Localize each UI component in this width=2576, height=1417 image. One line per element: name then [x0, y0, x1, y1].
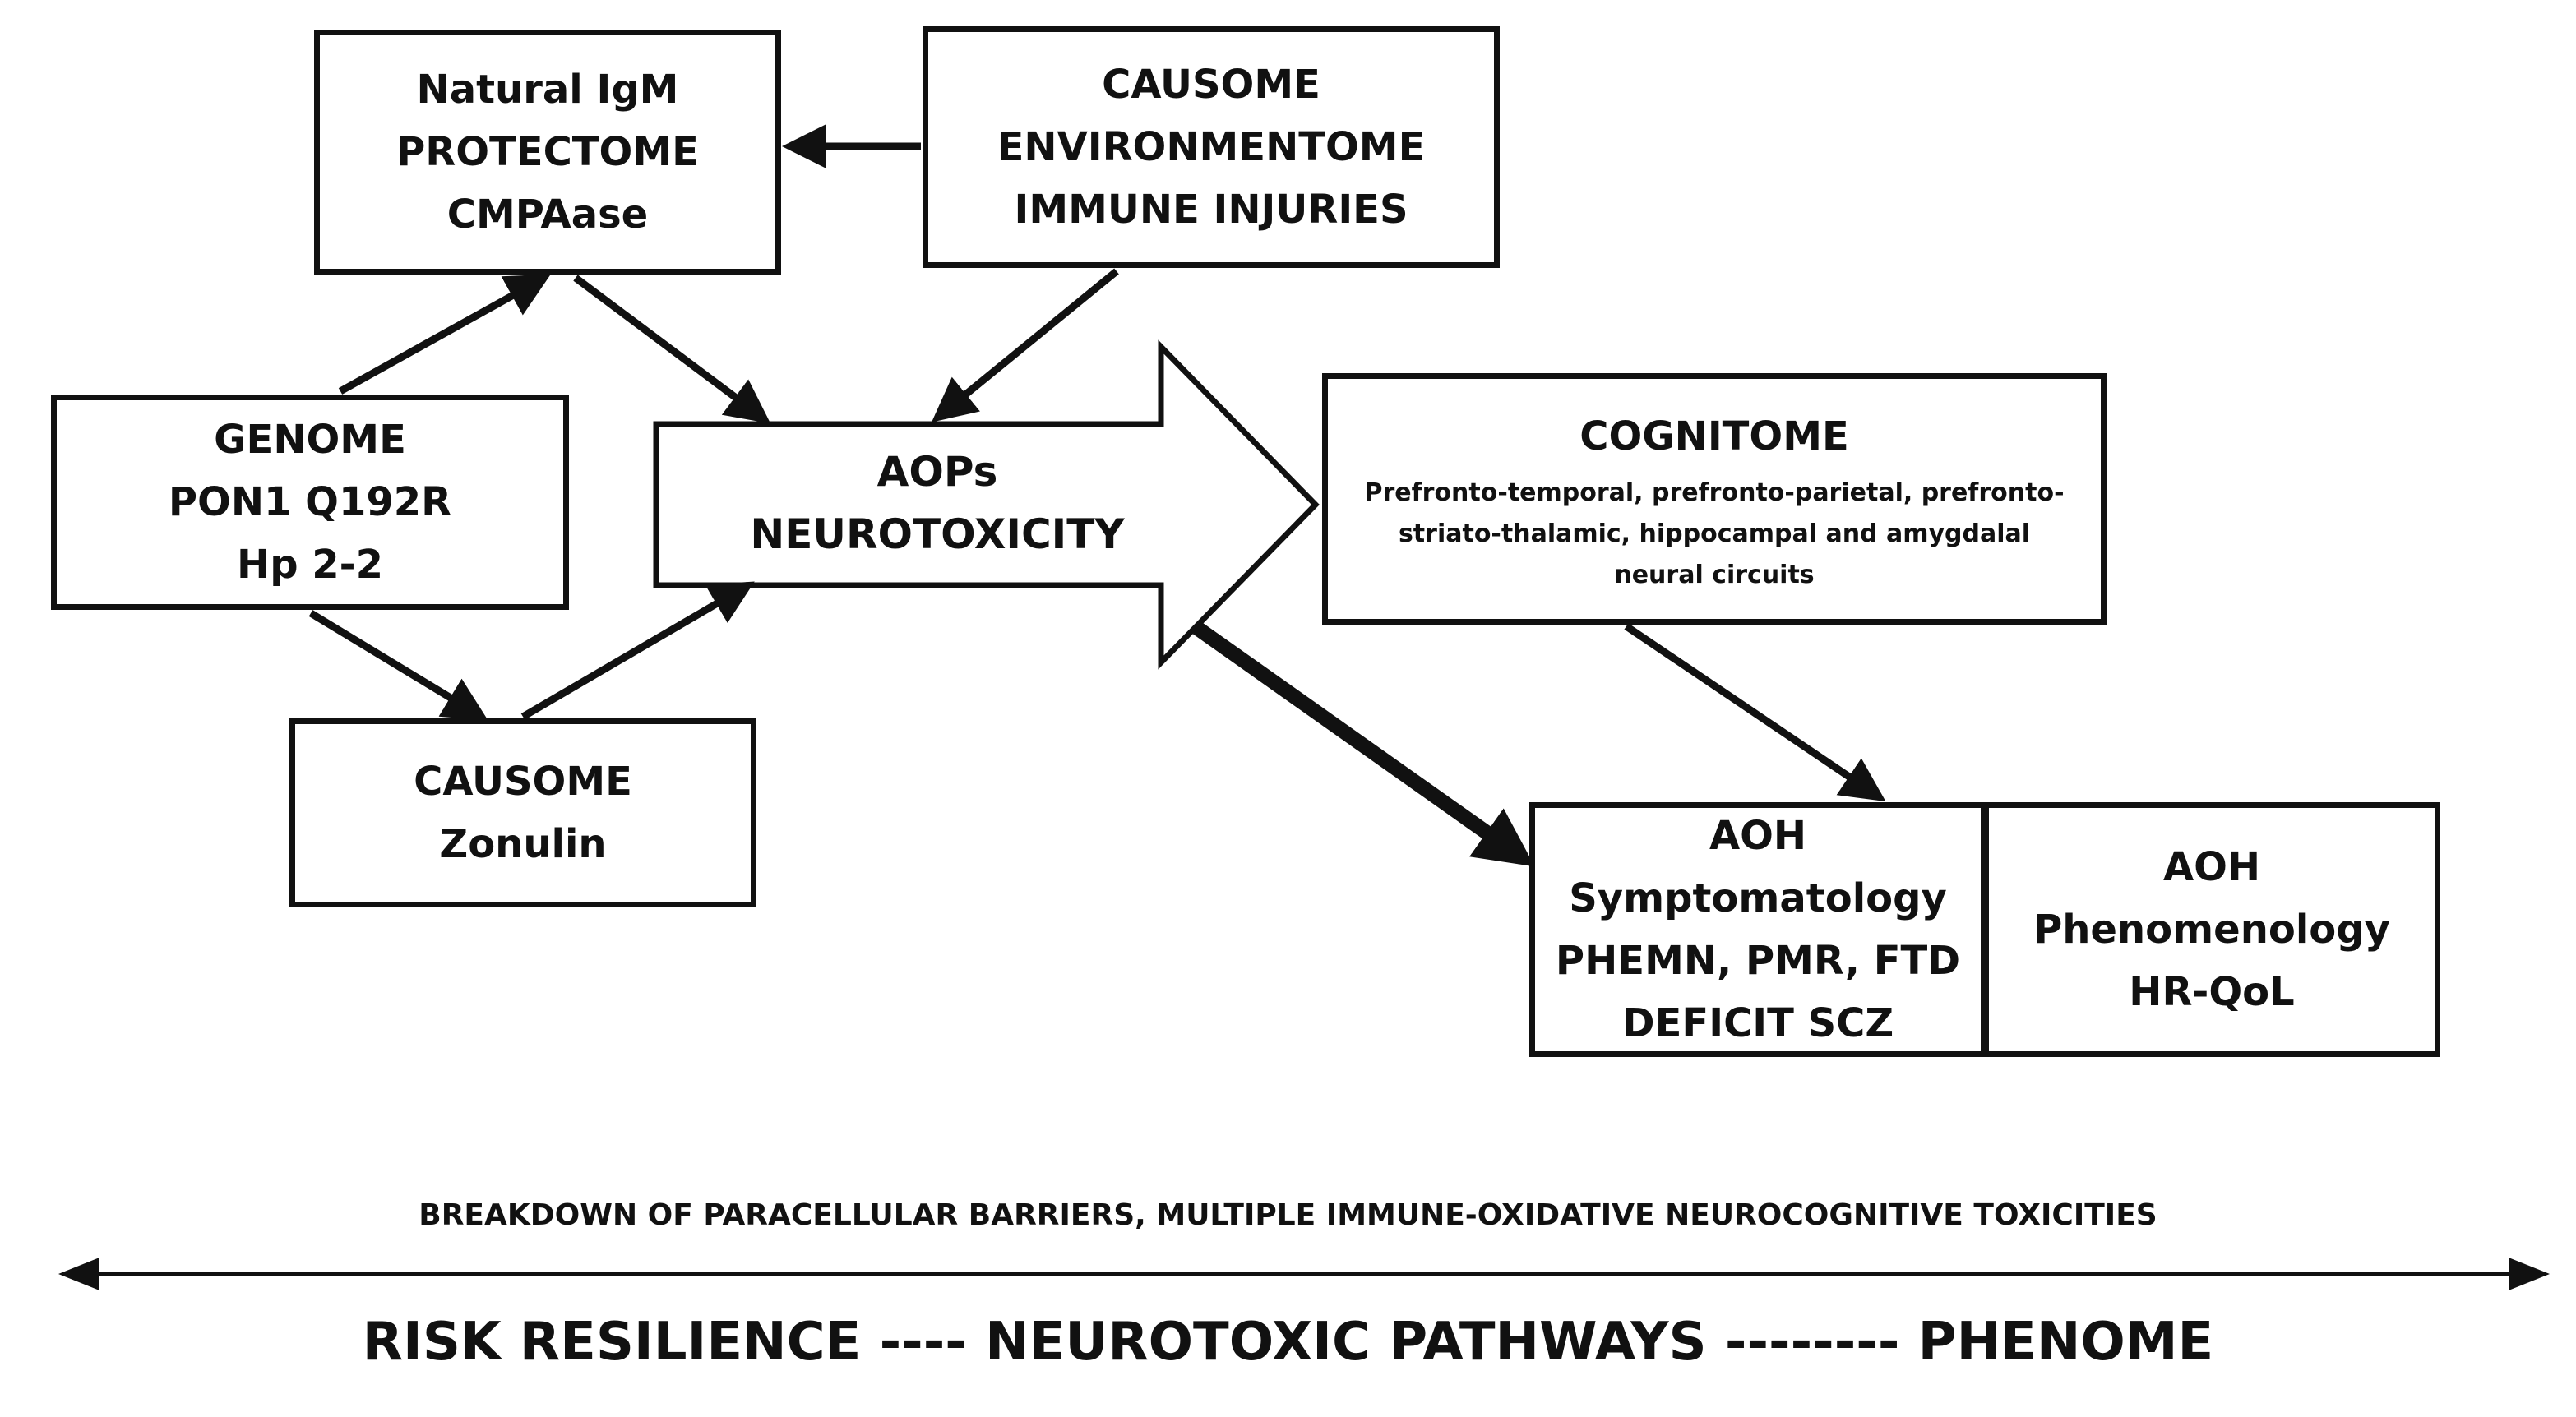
aoh-symptomatology-box: AOH Symptomatology PHEMN, PMR, FTD DEFIC… [1529, 802, 1986, 1057]
cognitome-detail-3: neural circuits [1614, 561, 1815, 589]
protectome-box: Natural IgM PROTECTOME CMPAase [314, 30, 781, 275]
aoh-phenomenology-line-2: Phenomenology [2033, 907, 2390, 953]
arrow-cognitome-to-aoh-symptomatology [1624, 623, 1886, 802]
cognitome-detail-1: Prefronto-temporal, prefronto-parietal, … [1364, 478, 2065, 507]
aops-line-1: AOPs [876, 448, 998, 496]
genome-line-2: PON1 Q192R [168, 479, 452, 525]
arrow-causome-env-to-aops [932, 268, 1119, 422]
genome-line-3: Hp 2-2 [237, 542, 383, 588]
arrow-genome-to-causome-zonulin [308, 610, 488, 721]
protectome-line-2: PROTECTOME [396, 129, 699, 175]
protectome-line-1: Natural IgM [416, 67, 679, 113]
arrow-genome-to-protectome [338, 274, 551, 395]
aoh-symptomatology-line-1: AOH [1709, 813, 1807, 859]
causome-env-line-1: CAUSOME [1102, 62, 1320, 108]
aoh-symptomatology-line-3: PHEMN, PMR, FTD [1555, 938, 1961, 984]
aoh-phenomenology-line-3: HR-QoL [2129, 969, 2295, 1015]
aoh-phenomenology-box: AOH Phenomenology HR-QoL [1983, 802, 2440, 1057]
cognitome-detail-2: striato-thalamic, hippocampal and amygda… [1398, 519, 2031, 548]
aoh-symptomatology-line-2: Symptomatology [1569, 875, 1947, 921]
causome-env-line-3: IMMUNE INJURIES [1014, 187, 1408, 233]
arrow-causome-zonulin-to-aops [520, 581, 755, 720]
causome-zonulin-line-1: CAUSOME [414, 759, 632, 805]
genome-line-1: GENOME [214, 417, 406, 463]
cognitome-title: COGNITOME [1579, 413, 1849, 459]
cognitome-box: COGNITOME Prefronto-temporal, prefronto-… [1322, 373, 2107, 625]
genome-box: GENOME PON1 Q192R Hp 2-2 [51, 395, 569, 610]
aops-line-2: NEUROTOXICITY [750, 510, 1125, 558]
axis-footer: RISK RESILIENCE ---- NEUROTOXIC PATHWAYS… [362, 1312, 2214, 1373]
arrow-aops-to-aoh-symptomatology [1192, 621, 1535, 867]
axis-caption: BREAKDOWN OF PARACELLULAR BARRIERS, MULT… [419, 1198, 2157, 1232]
aoh-symptomatology-line-4: DEFICIT SCZ [1621, 1000, 1894, 1046]
aops-label: AOPs NEUROTOXICITY [674, 441, 1200, 565]
causome-environmentome-box: CAUSOME ENVIRONMENTOME IMMUNE INJURIES [923, 26, 1500, 268]
aoh-phenomenology-line-1: AOH [2162, 844, 2261, 890]
causome-zonulin-box: CAUSOME Zonulin [289, 718, 756, 907]
arrow-protectome-to-aops [573, 275, 771, 424]
protectome-line-3: CMPAase [446, 192, 649, 238]
causome-zonulin-line-2: Zonulin [439, 821, 607, 867]
causome-env-line-2: ENVIRONMENTOME [997, 124, 1426, 170]
